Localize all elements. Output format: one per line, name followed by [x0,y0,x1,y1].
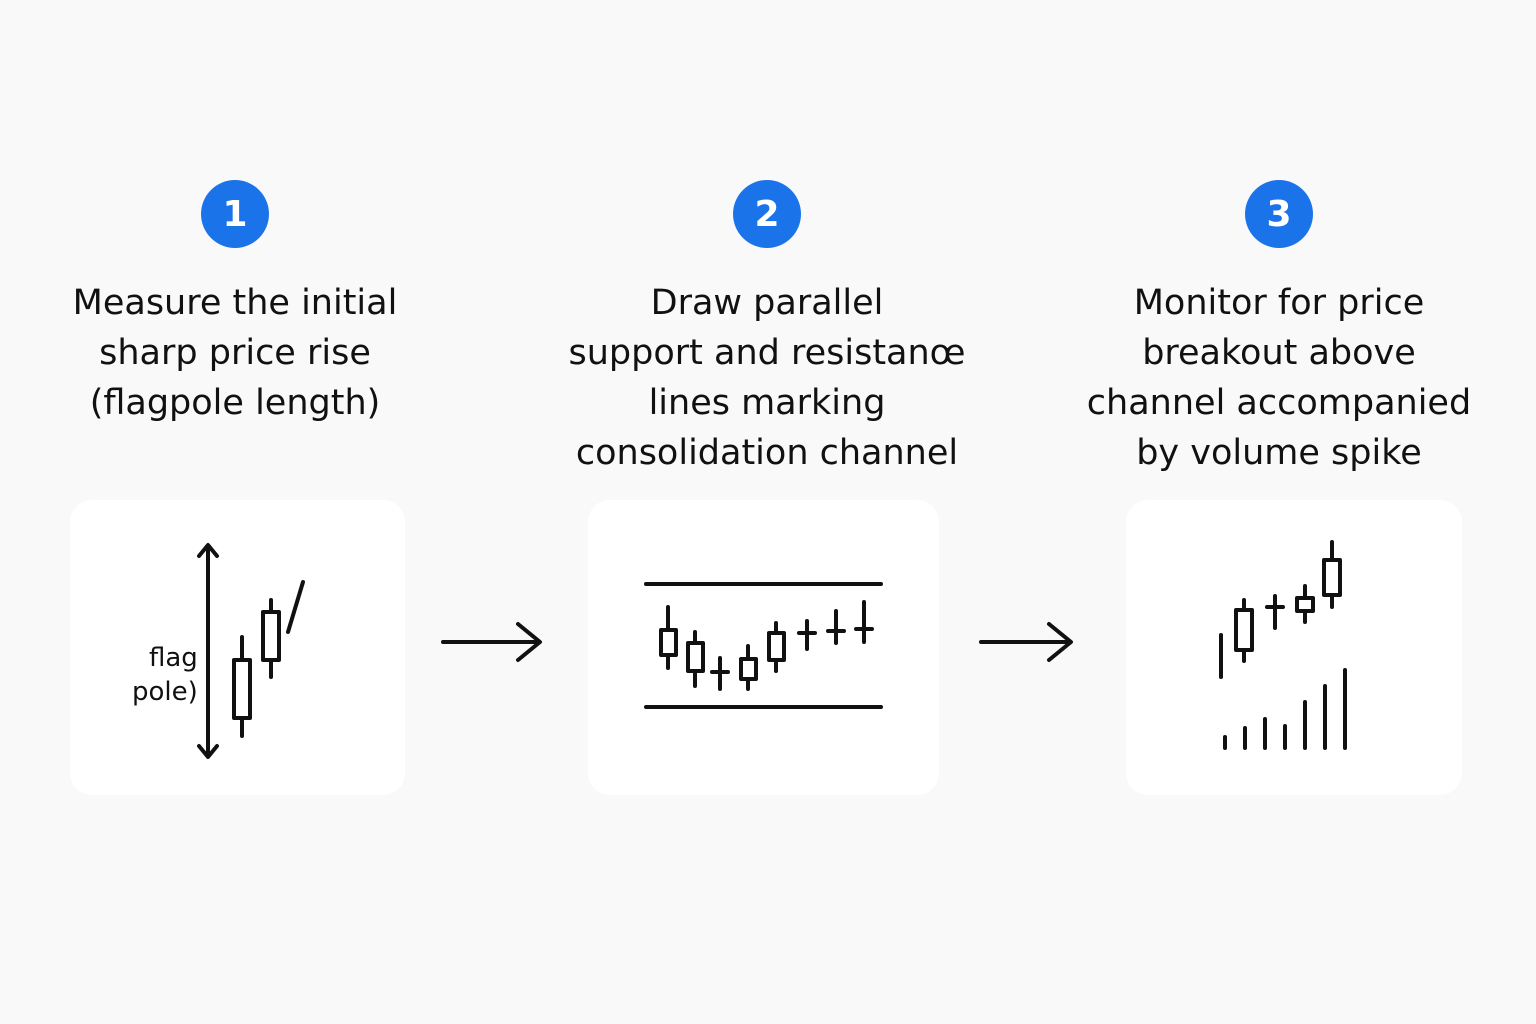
channel-card [588,500,939,795]
step-title-line: sharp price rise [99,333,371,373]
candlestick [1295,584,1315,624]
candlestick [1265,594,1285,630]
step-title-line: channel accompanied [1086,383,1472,423]
candlestick [767,621,786,673]
breakout-volume-icon [1219,540,1347,750]
step-title: Monitor for price breakout above channel… [1059,278,1499,478]
candlestick-1 [232,635,252,738]
step-title-line: support and resistanœ [568,333,966,373]
right-arrow-icon [441,622,542,662]
step-title-line: lines marking [648,383,886,423]
step-title-line: Measure the initial [72,283,398,323]
step-1: 1 Measure the initial sharp price rise (… [15,180,455,428]
candlestick [797,619,817,651]
step-title: Draw parallel support and resistanœ line… [547,278,987,478]
volume-bars [1223,668,1347,750]
candlestick [826,609,846,645]
step-title-line: consolidation channel [575,433,959,473]
flagpole-measure-icon [197,543,305,759]
step-number-badge: 1 [201,180,269,248]
candlestick [659,605,678,670]
breakout-card [1126,500,1462,795]
candlestick-2 [261,598,281,679]
candlestick [854,600,874,644]
step-title-line: breakout above [1142,333,1416,373]
step-title-line: (flagpole length) [89,383,381,423]
flagpole-card: flag pole) [70,500,405,795]
step-3: 3 Monitor for price breakout above chann… [1059,180,1499,478]
step-number-badge: 2 [733,180,801,248]
flagpole-label: flag pole) [132,643,198,707]
step-number-badge: 3 [1245,180,1313,248]
step-title-line: Draw parallel [650,283,884,323]
step-2: 2 Draw parallel support and resistanœ li… [547,180,987,478]
candlestick [710,656,730,691]
candlestick [739,644,758,691]
trend-line [286,580,305,634]
step-title-line: Monitor for price [1133,283,1425,323]
step-title: Measure the initial sharp price rise (fl… [15,278,455,428]
double-arrow-icon [197,543,219,759]
consolidation-channel-icon [644,582,883,709]
candlestick [686,630,705,688]
right-arrow-icon [979,622,1073,662]
candlestick [1322,540,1342,609]
candlestick [1234,598,1254,663]
step-title-line: by volume spike [1136,433,1422,473]
